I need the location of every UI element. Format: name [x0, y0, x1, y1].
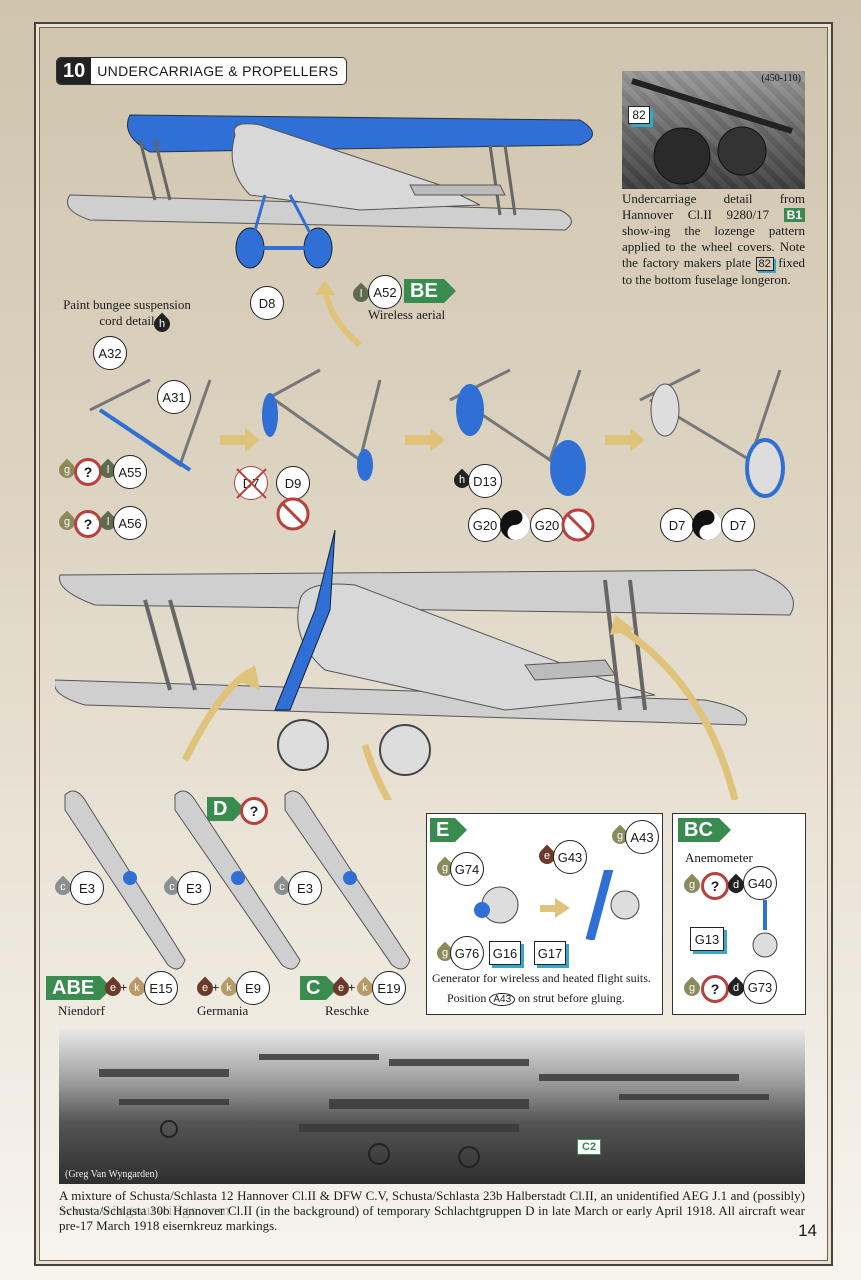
caption-plate-82: 82: [755, 257, 774, 271]
plus-sign: +: [120, 980, 128, 995]
yin-yang-icon: [692, 510, 722, 540]
unknown-paint-icon: ?: [701, 872, 729, 900]
propellers-illustration: [64, 790, 411, 970]
wireless-aerial-label: Wireless aerial: [368, 307, 446, 322]
step-title-text: UNDERCARRIAGE & PROPELLERS: [97, 63, 339, 79]
watermark-text: www.wingnutwings.com: [61, 1203, 231, 1219]
callout-a56: A56: [113, 506, 147, 540]
callout-a43: A43: [625, 820, 659, 854]
position-note-ref: A43: [489, 993, 516, 1006]
undercarriage-photo: (450-110) 82: [622, 71, 805, 189]
caption-pre: Undercarriage detail from Hannover Cl.II…: [622, 191, 805, 222]
airfield-photo: (Greg Van Wyngarden) C2: [59, 1029, 805, 1184]
caption-badge-b1: B1: [783, 208, 805, 222]
arrow-up-icon: [315, 280, 362, 348]
page-frame: [34, 22, 833, 1266]
prop-name-germania: Germania: [197, 1003, 249, 1018]
page-number: 14: [798, 1221, 817, 1240]
plate-ref-82: 82: [628, 106, 650, 124]
position-note-post: on strut before gluing.: [518, 991, 625, 1005]
generator-note: Generator for wireless and heated flight…: [432, 971, 651, 985]
step-number: 10: [57, 58, 92, 84]
callout-g17: G17: [534, 941, 566, 965]
callout-a32: A32: [93, 336, 127, 370]
anemometer-label: Anemometer: [685, 850, 753, 865]
callout-g73: G73: [743, 970, 777, 1004]
step-title: 10 UNDERCARRIAGE & PROPELLERS: [56, 57, 348, 85]
photo-credit: (Greg Van Wyngarden): [65, 1169, 158, 1180]
callout-a52: A52: [368, 275, 402, 309]
callout-e3-2: E3: [177, 871, 211, 905]
bottom-caption: A mixture of Schusta/Schlasta 12 Hannove…: [59, 1188, 805, 1233]
top-aircraft-illustration: [67, 114, 593, 269]
callout-e3-1: E3: [70, 871, 104, 905]
variant-d-tag: D: [207, 797, 246, 821]
generator-illustration: [474, 870, 640, 940]
callout-d9: D9: [276, 466, 310, 500]
callout-e19: E19: [372, 971, 406, 1005]
prop-name-reschke: Reschke: [325, 1003, 370, 1018]
callout-d13: D13: [468, 464, 502, 498]
callout-g74: G74: [450, 852, 484, 886]
no-glue-icon: [276, 497, 310, 531]
marker-c2: C2: [577, 1139, 602, 1155]
position-note-pre: Position: [447, 991, 487, 1005]
prop-name-niendorf: Niendorf: [58, 1003, 105, 1018]
photo-code: (450-110): [761, 73, 801, 84]
variant-abe-tag: ABE: [46, 976, 113, 1000]
variant-c-tag: C: [300, 976, 339, 1000]
position-note: Position A43 on strut before gluing.: [447, 991, 625, 1006]
callout-e3-3: E3: [288, 871, 322, 905]
callout-e9: E9: [236, 971, 270, 1005]
no-glue-cross-icon: [236, 468, 267, 499]
callout-d7-right: D7: [721, 508, 755, 542]
caption-post: fixed to the bottom fuselage longeron.: [622, 255, 806, 287]
callout-e15: E15: [144, 971, 178, 1005]
variant-bc-tag: BC: [678, 818, 731, 842]
unknown-paint-icon: ?: [701, 975, 729, 1003]
callout-d8: D8: [250, 286, 284, 320]
bungee-label: Paint bungee suspension cord detail: [63, 297, 191, 328]
plus-sign: +: [212, 980, 220, 995]
callout-g76: G76: [450, 936, 484, 970]
unknown-paint-icon: ?: [74, 458, 102, 486]
callout-g40: G40: [743, 866, 777, 900]
unknown-paint-icon: ?: [240, 797, 268, 825]
callout-g16: G16: [489, 941, 521, 965]
callout-a55: A55: [113, 455, 147, 489]
no-glue-icon: [561, 508, 595, 542]
callout-g43: G43: [553, 840, 587, 874]
undercarriage-sequence: [89, 368, 785, 498]
yin-yang-icon: [500, 510, 530, 540]
callout-a31: A31: [157, 380, 191, 414]
variant-e-tag: E: [430, 818, 468, 842]
callout-d7-left: D7: [660, 508, 694, 542]
callout-g20-right: G20: [530, 508, 564, 542]
main-aircraft-illustration: [55, 530, 794, 800]
variant-be-tag: BE: [404, 279, 456, 303]
callout-g13: G13: [690, 927, 724, 951]
plus-sign: +: [348, 980, 356, 995]
anemometer-illustration: [752, 900, 778, 958]
caption-mid: show-ing the lozenge pattern applied to …: [622, 223, 805, 270]
top-photo-caption: Undercarriage detail from Hannover Cl.II…: [622, 191, 805, 288]
